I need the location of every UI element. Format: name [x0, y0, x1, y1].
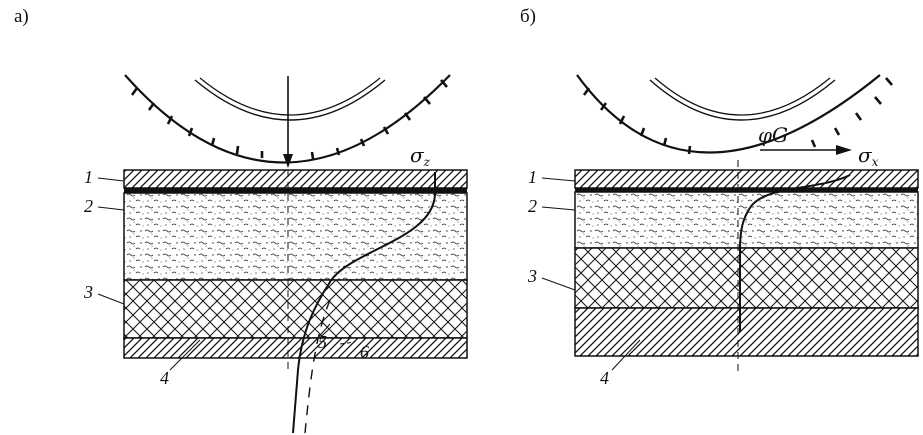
force-arrow-b	[760, 145, 852, 155]
panel-a-label: а)	[14, 6, 29, 27]
label-5-a: 5	[318, 332, 327, 352]
label-4-b: 4	[600, 368, 609, 388]
layer-bond-a	[124, 188, 467, 193]
layer-labels-b: 1 2 3 4	[527, 167, 641, 388]
wheel-rim-a	[124, 74, 451, 164]
wheel-tread-a	[130, 79, 448, 160]
stress-sub-a: z	[423, 155, 431, 169]
curve-6-a	[304, 299, 331, 434]
label-3-a: 3	[83, 282, 93, 302]
layer-1-b	[574, 169, 919, 189]
layer-1-a	[123, 169, 468, 189]
stress-curve-a	[292, 172, 436, 434]
layer-4-b	[574, 307, 919, 357]
label-3-b: 3	[527, 266, 537, 286]
layer-3-a	[123, 279, 468, 339]
stress-sub-b: x	[872, 155, 879, 169]
label-1-b: 1	[528, 167, 537, 187]
label-2-b: 2	[528, 196, 537, 216]
label-2-a: 2	[84, 196, 93, 216]
layer-labels-a: 1 2 3 4 5 6	[83, 167, 369, 388]
wheel-rim-b	[576, 74, 881, 154]
layer-2-b	[574, 191, 919, 249]
layer-bond-b	[575, 188, 918, 192]
wheel-b	[576, 74, 893, 155]
label-4-a: 4	[160, 368, 169, 388]
stress-symbol-a: σ	[410, 143, 425, 167]
wheel-a	[124, 74, 451, 164]
svg-text:σx: σx	[858, 143, 879, 169]
layer-4-a	[123, 337, 468, 359]
layer-2-a	[123, 192, 468, 281]
wheel-inner-b	[649, 79, 836, 121]
layer-3-b	[574, 247, 919, 309]
label-1-a: 1	[84, 167, 93, 187]
panel-a: а)	[14, 6, 468, 434]
wheel-tread-b	[582, 77, 893, 155]
panel-b-label: б)	[520, 6, 536, 27]
load-arrow-a	[283, 76, 293, 168]
wheel-inner-a	[194, 79, 386, 121]
panel-b: б)	[520, 6, 919, 388]
stress-curve-b	[739, 174, 851, 332]
force-label-b: φG	[758, 123, 788, 147]
stress-symbol-b: σ	[858, 143, 873, 167]
svg-text:σz: σz	[410, 143, 431, 169]
label-6-a: 6	[360, 342, 369, 362]
